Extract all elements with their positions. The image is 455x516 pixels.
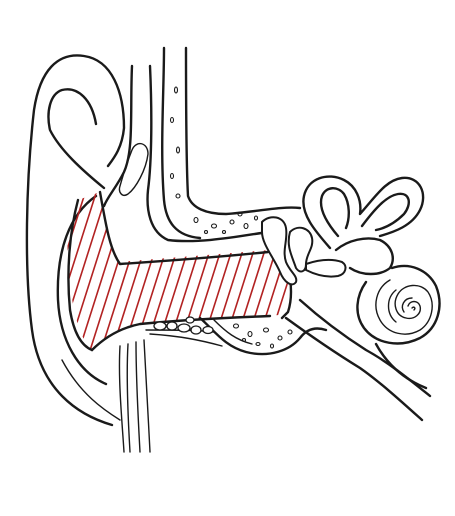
texture-dot	[232, 323, 240, 329]
vessel-node	[190, 325, 202, 335]
hatch-line	[196, 192, 252, 350]
texture-dot	[262, 327, 270, 333]
vessel-branch	[149, 333, 223, 347]
vessel-3	[135, 341, 141, 453]
vessel-node	[166, 321, 178, 331]
texture-dot	[175, 193, 181, 199]
hatch-line	[218, 192, 274, 350]
texture-dot	[287, 329, 293, 335]
vessel-nodes	[153, 316, 214, 335]
texture-dot	[221, 229, 227, 235]
texture-dot	[241, 337, 247, 343]
vessel-1	[118, 345, 125, 453]
ear-canal	[67, 190, 291, 352]
bone-column-right	[184, 46, 302, 216]
cochlear-nerve	[374, 342, 428, 390]
lower-bone-outline	[198, 316, 328, 356]
texture-dot	[247, 330, 253, 338]
vestibule	[334, 237, 394, 276]
texture-dot	[175, 146, 181, 154]
semicircular-canal-outer	[302, 175, 425, 250]
cochlea-outline	[356, 264, 441, 345]
texture-dot	[203, 229, 209, 235]
texture-dot	[173, 86, 179, 94]
texture-dot	[255, 341, 261, 347]
lower-bone-mass	[198, 316, 328, 356]
middle-ear	[261, 216, 432, 422]
hatch-line	[163, 192, 219, 350]
texture-dot	[193, 216, 199, 224]
texture-dot	[169, 172, 175, 180]
pinna-outline	[25, 54, 126, 427]
semicircular-canal-inner	[319, 187, 410, 238]
canal-upper-wall	[98, 190, 270, 266]
vessel-4	[143, 339, 151, 453]
hatch-line	[67, 192, 109, 350]
vessel-2	[126, 343, 131, 453]
texture-dot	[243, 222, 249, 230]
vessel-node	[177, 323, 191, 333]
inner-ear	[302, 175, 441, 390]
malleus	[261, 216, 298, 286]
lower-bone-texture	[232, 323, 293, 349]
texture-dot	[269, 343, 275, 349]
pinna-inner-fold	[47, 88, 106, 190]
vessel-node	[202, 325, 214, 335]
texture-dot	[169, 116, 175, 124]
bone-column-left	[161, 46, 202, 240]
hatch-line	[67, 192, 98, 350]
lower-bone-inner	[213, 319, 253, 345]
texture-dot	[210, 223, 218, 229]
canal-inner-edge	[67, 198, 94, 352]
hatch-line	[75, 192, 131, 350]
hatch-line	[119, 192, 175, 350]
skull-wall-right	[146, 64, 270, 243]
texture-dot	[253, 215, 259, 221]
vessel-node	[153, 321, 167, 331]
texture-dot	[229, 219, 235, 225]
hatch-line	[97, 192, 153, 350]
outer-ear	[25, 54, 126, 427]
eustachian-tube-lower	[284, 316, 424, 422]
vessel-node	[185, 316, 195, 324]
vessels	[118, 316, 223, 453]
concha-curve	[56, 194, 108, 386]
temporal-bone	[102, 46, 302, 243]
canal-lower-wall	[90, 314, 272, 352]
texture-dot	[237, 211, 243, 217]
stapes	[305, 258, 347, 278]
hatch-line	[174, 192, 230, 350]
bone-texture	[169, 86, 259, 235]
hatch-line	[67, 192, 87, 350]
cochlea-spiral	[375, 279, 433, 335]
cochlea-spiral-2	[387, 289, 416, 323]
lobule-curve	[61, 359, 121, 421]
bone-slot	[118, 143, 149, 196]
texture-dot	[277, 335, 283, 341]
hatch-line	[251, 192, 291, 350]
